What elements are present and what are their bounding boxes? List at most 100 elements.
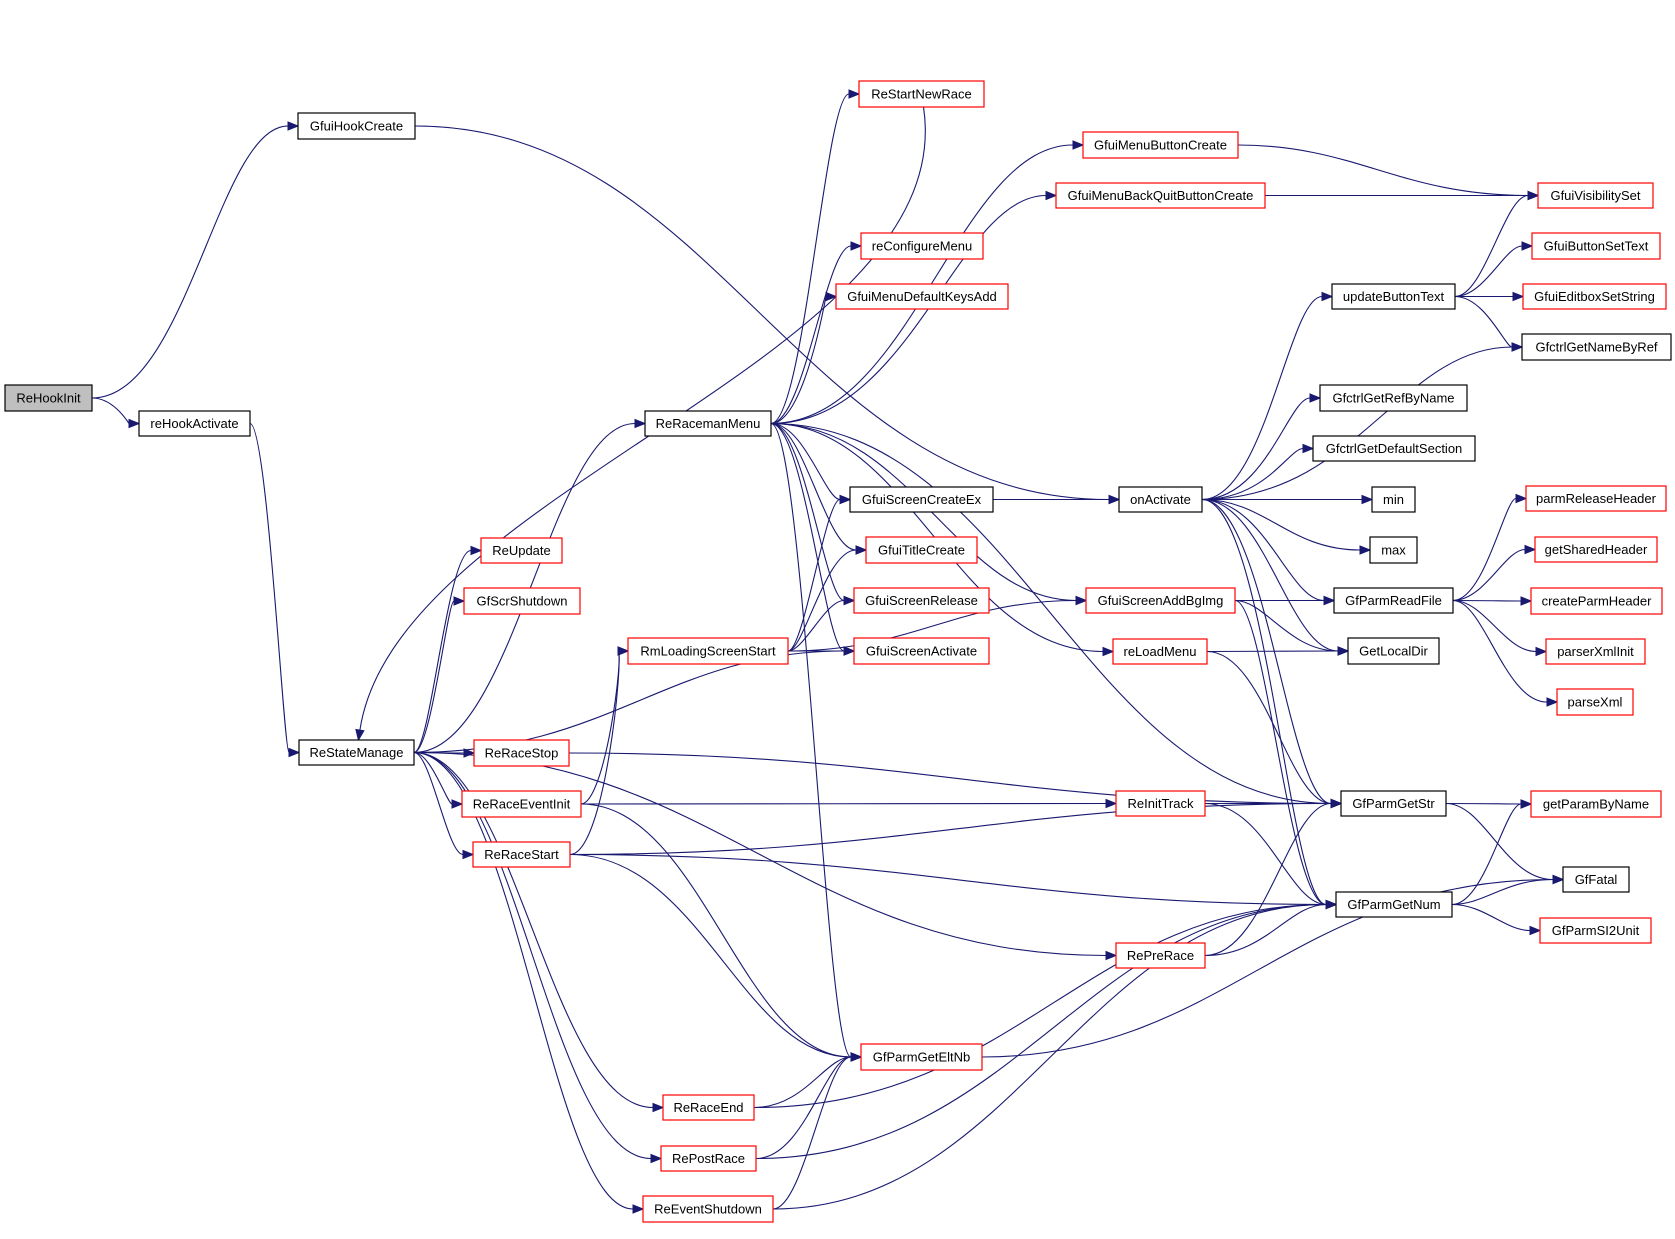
node-gfui-title-create[interactable]: GfuiTitleCreate (865, 536, 978, 564)
node-box[interactable] (662, 1094, 755, 1121)
node-re-start-new-race[interactable]: ReStartNewRace (858, 80, 985, 108)
node-min[interactable]: min (1371, 486, 1416, 513)
node-box[interactable] (1082, 131, 1239, 159)
node-re-race-start[interactable]: ReRaceStart (472, 841, 571, 868)
node-re-post-race[interactable]: RePostRace (660, 1145, 757, 1172)
node-box[interactable] (1347, 637, 1440, 665)
node-on-activate[interactable]: onActivate (1118, 486, 1203, 513)
node-re-load-menu[interactable]: reLoadMenu (1112, 638, 1208, 665)
node-box[interactable] (860, 1043, 983, 1071)
node-box[interactable] (853, 587, 990, 614)
node-box[interactable] (1312, 435, 1476, 462)
node-box[interactable] (1521, 333, 1672, 361)
node-box[interactable] (461, 790, 582, 818)
node-box[interactable] (835, 283, 1009, 310)
node-box[interactable] (1545, 638, 1646, 665)
node-box[interactable] (1340, 790, 1447, 817)
node-parse-xml[interactable]: parseXml (1556, 688, 1634, 716)
node-re-init-track[interactable]: ReInitTrack (1115, 790, 1206, 817)
node-box[interactable] (1371, 486, 1416, 513)
node-gf-parm-get-elt-nb[interactable]: GfParmGetEltNb (860, 1043, 983, 1071)
node-box[interactable] (1118, 486, 1203, 513)
node-get-param-by-name[interactable]: getParamByName (1530, 790, 1662, 818)
node-box[interactable] (1556, 688, 1634, 716)
node-box[interactable] (472, 841, 571, 868)
node-box[interactable] (858, 80, 985, 108)
node-box[interactable] (1319, 384, 1468, 412)
node-gf-parm-si2-unit[interactable]: GfParmSI2Unit (1539, 917, 1652, 944)
node-box[interactable] (849, 486, 994, 513)
node-box[interactable] (1525, 485, 1667, 512)
node-box[interactable] (1055, 182, 1266, 209)
node-re-hook-init[interactable]: ReHookInit (4, 384, 93, 412)
node-box[interactable] (1522, 283, 1667, 310)
node-gf-parm-get-num[interactable]: GfParmGetNum (1335, 891, 1453, 918)
node-box[interactable] (627, 637, 789, 665)
node-max[interactable]: max (1369, 536, 1418, 564)
node-gfui-menu-default-keys-add[interactable]: GfuiMenuDefaultKeysAdd (835, 283, 1009, 310)
node-re-state-manage[interactable]: ReStateManage (298, 739, 415, 766)
node-re-raceman-menu[interactable]: ReRacemanMenu (644, 410, 772, 437)
node-gf-parm-get-str[interactable]: GfParmGetStr (1340, 790, 1447, 817)
node-box[interactable] (138, 410, 251, 437)
node-box[interactable] (473, 739, 570, 767)
node-gfctrl-get-ref-by-name[interactable]: GfctrlGetRefByName (1319, 384, 1468, 412)
node-get-shared-header[interactable]: getSharedHeader (1534, 536, 1658, 563)
node-gfui-screen-activate[interactable]: GfuiScreenActivate (853, 637, 990, 665)
node-get-local-dir[interactable]: GetLocalDir (1347, 637, 1440, 665)
node-re-hook-activate[interactable]: reHookActivate (138, 410, 251, 437)
node-gfui-button-set-text[interactable]: GfuiButtonSetText (1531, 232, 1661, 260)
node-gfui-hook-create[interactable]: GfuiHookCreate (297, 112, 416, 140)
node-box[interactable] (1085, 587, 1236, 614)
node-parser-xml-init[interactable]: parserXmlInit (1545, 638, 1646, 665)
node-gfui-editbox-set-string[interactable]: GfuiEditboxSetString (1522, 283, 1667, 310)
node-box[interactable] (660, 1145, 757, 1172)
node-box[interactable] (1537, 182, 1654, 209)
node-gfctrl-get-name-by-ref[interactable]: GfctrlGetNameByRef (1521, 333, 1672, 361)
node-box[interactable] (480, 537, 563, 564)
node-box[interactable] (1531, 232, 1661, 260)
node-gfui-screen-add-bg-img[interactable]: GfuiScreenAddBgImg (1085, 587, 1236, 614)
node-gfctrl-get-default-section[interactable]: GfctrlGetDefaultSection (1312, 435, 1476, 462)
node-re-race-stop[interactable]: ReRaceStop (473, 739, 570, 767)
node-re-configure-menu[interactable]: reConfigureMenu (860, 232, 984, 260)
node-box[interactable] (463, 587, 581, 615)
node-gf-fatal[interactable]: GfFatal (1562, 866, 1630, 893)
node-box[interactable] (298, 739, 415, 766)
node-update-button-text[interactable]: updateButtonText (1331, 283, 1456, 310)
node-re-race-end[interactable]: ReRaceEnd (662, 1094, 755, 1121)
node-re-pre-race[interactable]: RePreRace (1115, 942, 1206, 969)
node-box[interactable] (4, 384, 93, 412)
node-gfui-screen-create-ex[interactable]: GfuiScreenCreateEx (849, 486, 994, 513)
node-gfui-menu-button-create[interactable]: GfuiMenuButtonCreate (1082, 131, 1239, 159)
node-gfui-visibility-set[interactable]: GfuiVisibilitySet (1537, 182, 1654, 209)
node-box[interactable] (1115, 790, 1206, 817)
node-box[interactable] (1539, 917, 1652, 944)
node-box[interactable] (644, 410, 772, 437)
node-box[interactable] (1112, 638, 1208, 665)
node-gf-scr-shutdown[interactable]: GfScrShutdown (463, 587, 581, 615)
node-box[interactable] (865, 536, 978, 564)
node-parm-release-header[interactable]: parmReleaseHeader (1525, 485, 1667, 512)
node-box[interactable] (1530, 587, 1663, 615)
node-box[interactable] (1333, 587, 1454, 614)
node-box[interactable] (1369, 536, 1418, 564)
node-re-update[interactable]: ReUpdate (480, 537, 563, 564)
node-box[interactable] (853, 637, 990, 665)
node-box[interactable] (1115, 942, 1206, 969)
node-re-event-shutdown[interactable]: ReEventShutdown (642, 1195, 774, 1223)
node-create-parm-header[interactable]: createParmHeader (1530, 587, 1663, 615)
node-box[interactable] (1534, 536, 1658, 563)
node-box[interactable] (297, 112, 416, 140)
node-box[interactable] (1331, 283, 1456, 310)
node-gfui-menu-back-quit-button-create[interactable]: GfuiMenuBackQuitButtonCreate (1055, 182, 1266, 209)
node-box[interactable] (860, 232, 984, 260)
node-rm-loading-screen-start[interactable]: RmLoadingScreenStart (627, 637, 789, 665)
node-box[interactable] (1335, 891, 1453, 918)
node-gf-parm-read-file[interactable]: GfParmReadFile (1333, 587, 1454, 614)
node-box[interactable] (642, 1195, 774, 1223)
node-re-race-event-init[interactable]: ReRaceEventInit (461, 790, 582, 818)
node-box[interactable] (1530, 790, 1662, 818)
node-gfui-screen-release[interactable]: GfuiScreenRelease (853, 587, 990, 614)
node-box[interactable] (1562, 866, 1630, 893)
